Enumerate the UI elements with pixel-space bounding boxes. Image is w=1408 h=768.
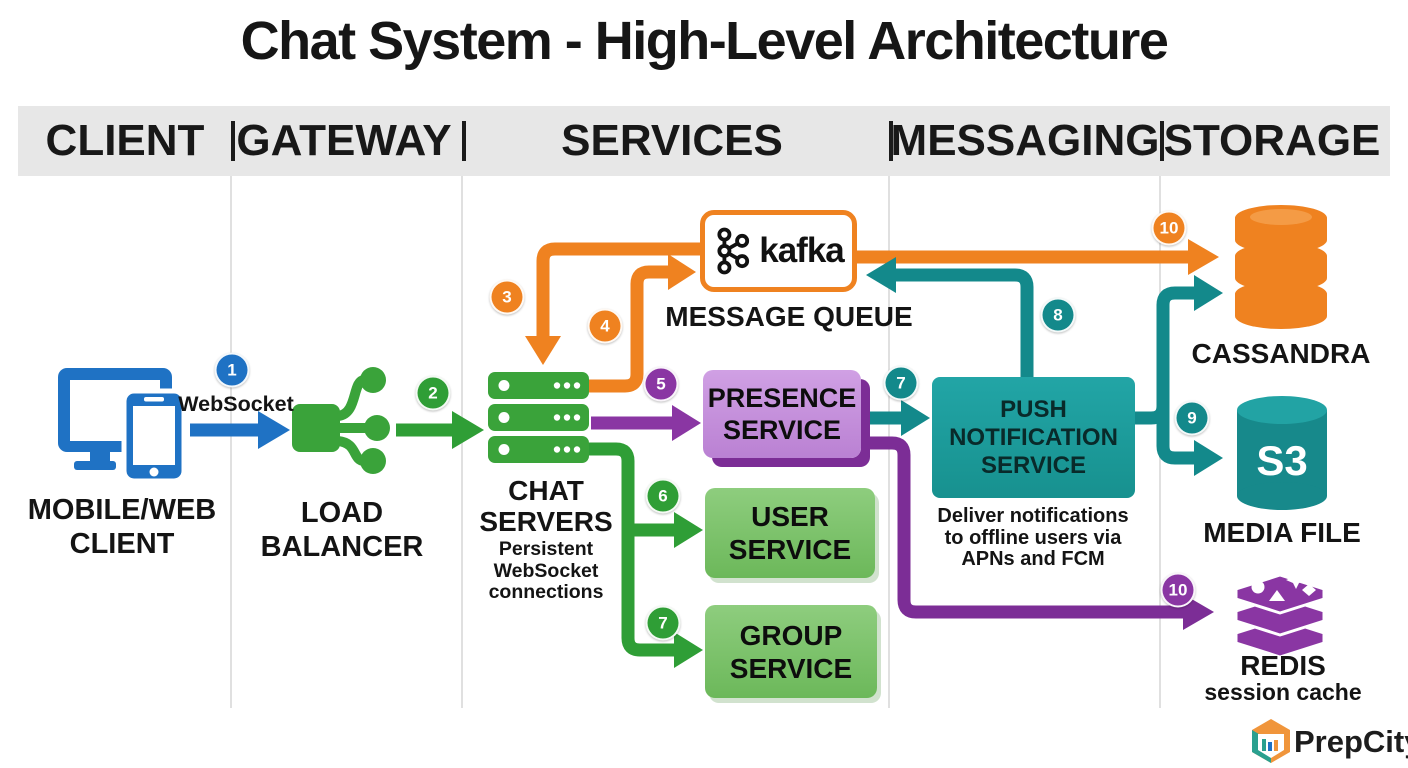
push-label-line3: SERVICE bbox=[981, 451, 1086, 479]
group-service-node: GROUP SERVICE bbox=[705, 605, 877, 698]
edge-push-to-cassandra-arrow bbox=[1130, 275, 1223, 425]
client-label-line2: CLIENT bbox=[69, 528, 175, 560]
push-notification-subtext: Deliver notifications to offline users v… bbox=[937, 505, 1129, 571]
step-badge-5: 5 bbox=[643, 366, 679, 402]
chat-servers-label-line1: CHAT bbox=[508, 475, 584, 506]
push-subtext-line2: to offline users via bbox=[944, 526, 1122, 549]
chat-servers-subtext-line1: Persistent bbox=[498, 538, 594, 560]
header-separator bbox=[231, 121, 235, 161]
header-separator bbox=[462, 121, 466, 161]
user-service-label-line1: USER bbox=[751, 501, 829, 532]
edge-4-arrow bbox=[589, 254, 696, 393]
push-subtext-line1: Deliver notifications bbox=[937, 505, 1129, 527]
websocket-label: WebSocket bbox=[178, 392, 294, 416]
chat-servers-subtext-line3: connections bbox=[488, 581, 604, 603]
column-header-client: CLIENT bbox=[45, 116, 205, 165]
step-badge-4: 4 bbox=[587, 308, 623, 344]
user-service-label-line2: SERVICE bbox=[728, 534, 852, 565]
load-balancer-label: LOAD BALANCER bbox=[261, 496, 424, 564]
step-badge-7-teal: 7 bbox=[883, 365, 919, 401]
s3-bucket-icon bbox=[1237, 396, 1327, 510]
chat-servers-label-line2: SERVERS bbox=[479, 506, 613, 537]
step-badge-2: 2 bbox=[415, 375, 451, 411]
push-subtext-line3: APNs and FCM bbox=[961, 548, 1105, 570]
edge-2-arrow bbox=[396, 411, 484, 449]
edge-5-arrow bbox=[591, 405, 701, 441]
cassandra-database-icon bbox=[1235, 205, 1327, 329]
redis-label: REDIS bbox=[1240, 650, 1326, 681]
redis-stack-icon bbox=[1234, 571, 1326, 659]
header-separator bbox=[1160, 121, 1164, 161]
kafka-logo-icon bbox=[717, 227, 750, 275]
message-queue-label: MESSAGE QUEUE bbox=[665, 301, 913, 332]
step-badge-7-green: 7 bbox=[645, 605, 681, 641]
load-balancer-label-line1: LOAD bbox=[300, 497, 384, 529]
edge-1-websocket-arrow bbox=[190, 411, 290, 449]
step-badge-8: 8 bbox=[1040, 297, 1076, 333]
chat-servers-label: CHAT SERVERS bbox=[479, 475, 612, 537]
column-header-services: SERVICES bbox=[561, 116, 783, 165]
column-header-messaging: MESSAGING bbox=[890, 116, 1160, 165]
push-label-line1: PUSH bbox=[1000, 395, 1067, 423]
edge-10-kafka-cassandra-arrow bbox=[853, 239, 1219, 275]
redis-subtext: session cache bbox=[1204, 679, 1362, 705]
step-badge-9: 9 bbox=[1174, 400, 1210, 436]
client-label: MOBILE/WEB CLIENT bbox=[28, 493, 217, 561]
step-badge-10-orange: 10 bbox=[1151, 210, 1187, 246]
prepcity-logo-icon bbox=[1252, 719, 1290, 763]
user-service-node: USER SERVICE bbox=[705, 488, 875, 578]
kafka-logo-text: kafka bbox=[759, 231, 845, 270]
edge-6-arrow bbox=[628, 512, 703, 548]
edge-10-redis-arrow bbox=[862, 436, 1214, 630]
edge-7-teal-arrow bbox=[856, 400, 930, 436]
presence-label-line1: PRESENCE bbox=[707, 383, 857, 413]
edge-8-arrow bbox=[866, 257, 1034, 380]
presence-label-line2: SERVICE bbox=[722, 415, 842, 445]
phone-icon bbox=[121, 388, 187, 484]
column-header-storage: STORAGE bbox=[1163, 116, 1381, 165]
kafka-message-queue-node: kafka bbox=[700, 210, 857, 292]
brand-name: PrepCity bbox=[1294, 724, 1408, 759]
step-badge-1: 1 bbox=[214, 352, 250, 388]
header-separator bbox=[889, 121, 893, 161]
server-stack-icon bbox=[488, 372, 589, 463]
group-service-label-line1: GROUP bbox=[739, 619, 843, 651]
step-badge-10-purple: 10 bbox=[1160, 572, 1196, 608]
load-balancer-label-line2: BALANCER bbox=[260, 531, 424, 563]
column-header-gateway: GATEWAY bbox=[236, 116, 452, 165]
group-service-label-line2: SERVICE bbox=[729, 652, 853, 684]
edge-7-green-arrow bbox=[589, 442, 703, 668]
media-file-label: MEDIA FILE bbox=[1203, 517, 1361, 548]
column-divider bbox=[230, 176, 232, 708]
chat-servers-subtext-line2: WebSocket bbox=[493, 559, 599, 582]
edge-3-arrow bbox=[525, 242, 704, 365]
push-notification-service-node: PUSH NOTIFICATION SERVICE bbox=[932, 377, 1135, 498]
cassandra-label: CASSANDRA bbox=[1191, 338, 1371, 369]
s3-icon-text: S3 bbox=[1256, 437, 1308, 484]
client-label-line1: MOBILE/WEB bbox=[27, 494, 217, 526]
column-header-band: CLIENT GATEWAY SERVICES MESSAGING STORAG… bbox=[18, 106, 1390, 176]
step-badge-3: 3 bbox=[489, 279, 525, 315]
chat-servers-subtext: Persistent WebSocket connections bbox=[488, 538, 604, 604]
presence-service-node: PRESENCE SERVICE bbox=[703, 370, 861, 458]
step-badge-6: 6 bbox=[645, 478, 681, 514]
edge-9-s3-arrow bbox=[1156, 400, 1223, 476]
load-balancer-icon bbox=[292, 367, 390, 474]
push-label-line2: NOTIFICATION bbox=[949, 423, 1118, 451]
diagram-title: Chat System - High-Level Architecture bbox=[240, 11, 1169, 71]
